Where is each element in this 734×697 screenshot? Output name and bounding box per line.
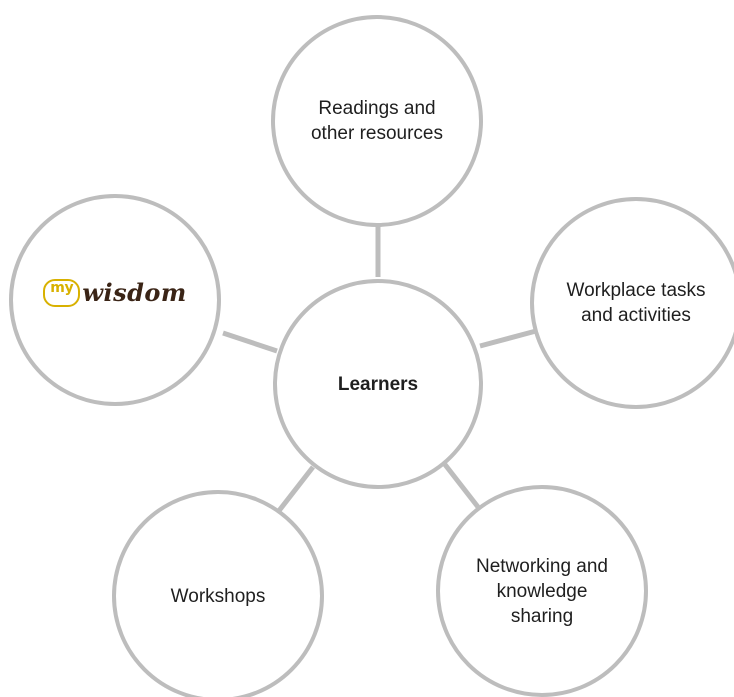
- mywisdom-logo: my wisdom: [43, 279, 187, 307]
- node-networking-and-knowledge-sharing: Networking and knowledge sharing: [436, 485, 648, 697]
- node-workshops: Workshops: [112, 490, 324, 697]
- logo-badge: my: [43, 279, 81, 307]
- node-workplace-tasks-and-activities: Workplace tasks and activities: [530, 197, 734, 409]
- node-label-workshops: Workshops: [170, 585, 266, 607]
- connector-right: [479, 328, 537, 349]
- node-readings-and-other-resources: Readings and other resources: [271, 15, 483, 227]
- node-label-workplace: Workplace tasks and activities: [566, 280, 706, 326]
- connector-left: [222, 330, 278, 354]
- center-node-label: Learners: [337, 373, 419, 395]
- connector-bottom-left: [276, 465, 315, 514]
- node-label-readings: Readings and other resources: [310, 98, 443, 144]
- logo-word: wisdom: [82, 278, 187, 307]
- node-label-networking: Networking and knowledge sharing: [475, 555, 609, 627]
- center-node-learners: Learners: [273, 279, 483, 489]
- connector-bottom-right: [441, 460, 480, 509]
- node-mywisdom-logo: my wisdom: [9, 194, 221, 406]
